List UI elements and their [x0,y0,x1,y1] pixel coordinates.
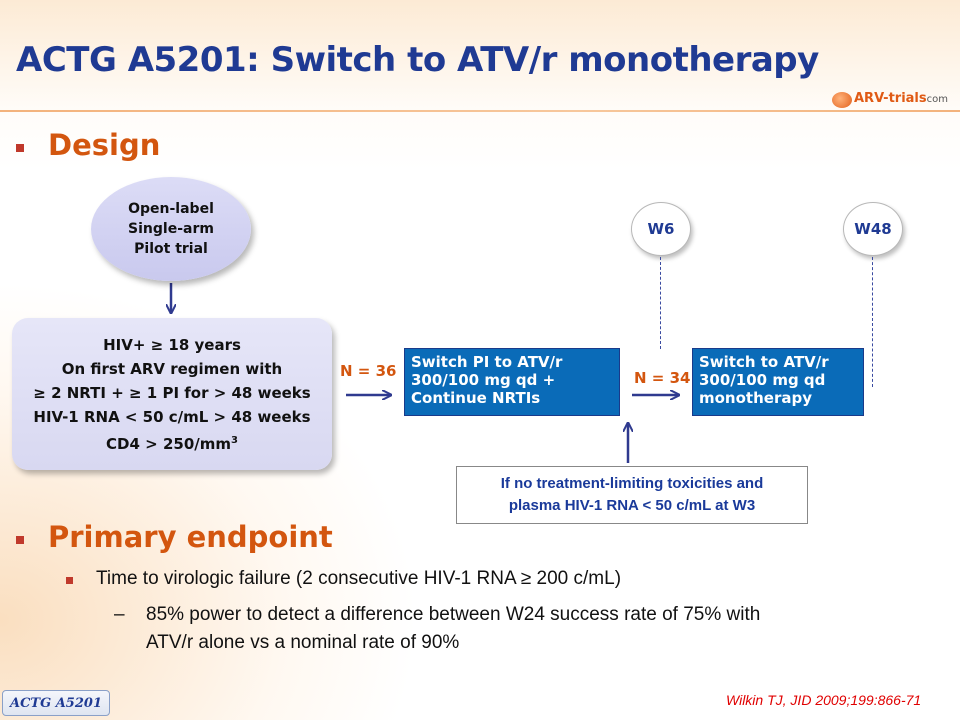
endpoint-main-text: Time to virologic failure (2 consecutive… [96,568,622,589]
box-line: 300/100 mg qd [699,371,826,389]
dash-bullet: – [114,604,125,625]
w48-dashed-line [872,257,873,387]
logo-mark-icon [832,92,852,108]
criteria-line: On first ARV regimen with [61,359,283,378]
study-tag: ACTG A5201 [2,690,110,716]
monotherapy-box: Switch to ATV/r 300/100 mg qd monotherap… [692,348,864,416]
criteria-line-cd4: CD4 > 250/mm3 [106,434,238,453]
endpoint-sub-line: 85% power to detect a difference between… [146,604,761,625]
logo-text: ARV-trialscom [854,91,948,106]
condition-line: plasma HIV-1 RNA < 50 c/mL at W3 [508,497,756,514]
n36-label: N = 36 [340,362,397,380]
criteria-line: ≥ 2 NRTI + ≥ 1 PI for > 48 weeks [33,383,311,402]
box-line: Switch PI to ATV/r [411,353,563,371]
primary-endpoint-heading: Primary endpoint [48,520,333,554]
title-divider [0,110,960,112]
design-heading: Design [48,128,161,162]
slide-title: ACTG A5201: Switch to ATV/r monotherapy [16,40,819,80]
criteria-line: HIV+ ≥ 18 years [103,335,241,354]
n34-label: N = 34 [634,369,691,387]
reference-citation: Wilkin TJ, JID 2009;199:866-71 [726,692,922,708]
box-line: 300/100 mg qd + [411,371,556,389]
box-line: monotherapy [699,389,812,407]
w6-dashed-line [660,257,661,349]
endpoint-sub-line: ATV/r alone vs a nominal rate of 90% [146,632,460,653]
timepoint-w6: W6 [631,202,691,256]
inclusion-criteria-box: HIV+ ≥ 18 years On first ARV regimen wit… [12,318,332,470]
condition-box: If no treatment-limiting toxicities and … [456,466,808,524]
oval-line: Single-arm [128,221,214,237]
oval-line: Pilot trial [134,241,208,257]
study-design-oval: Open-label Single-arm Pilot trial [91,177,251,281]
switch-pi-box: Switch PI to ATV/r 300/100 mg qd + Conti… [404,348,620,416]
square-bullet-icon [16,536,24,544]
square-bullet-icon [16,144,24,152]
box-line: Continue NRTIs [411,389,541,407]
arv-trials-logo: ARV-trialscom [832,90,952,112]
timepoint-w48: W48 [843,202,903,256]
square-bullet-icon [66,577,73,584]
criteria-line: HIV-1 RNA < 50 c/mL > 48 weeks [33,407,311,426]
condition-line: If no treatment-limiting toxicities and [500,475,764,492]
oval-line: Open-label [128,201,214,217]
box-line: Switch to ATV/r [699,353,829,371]
